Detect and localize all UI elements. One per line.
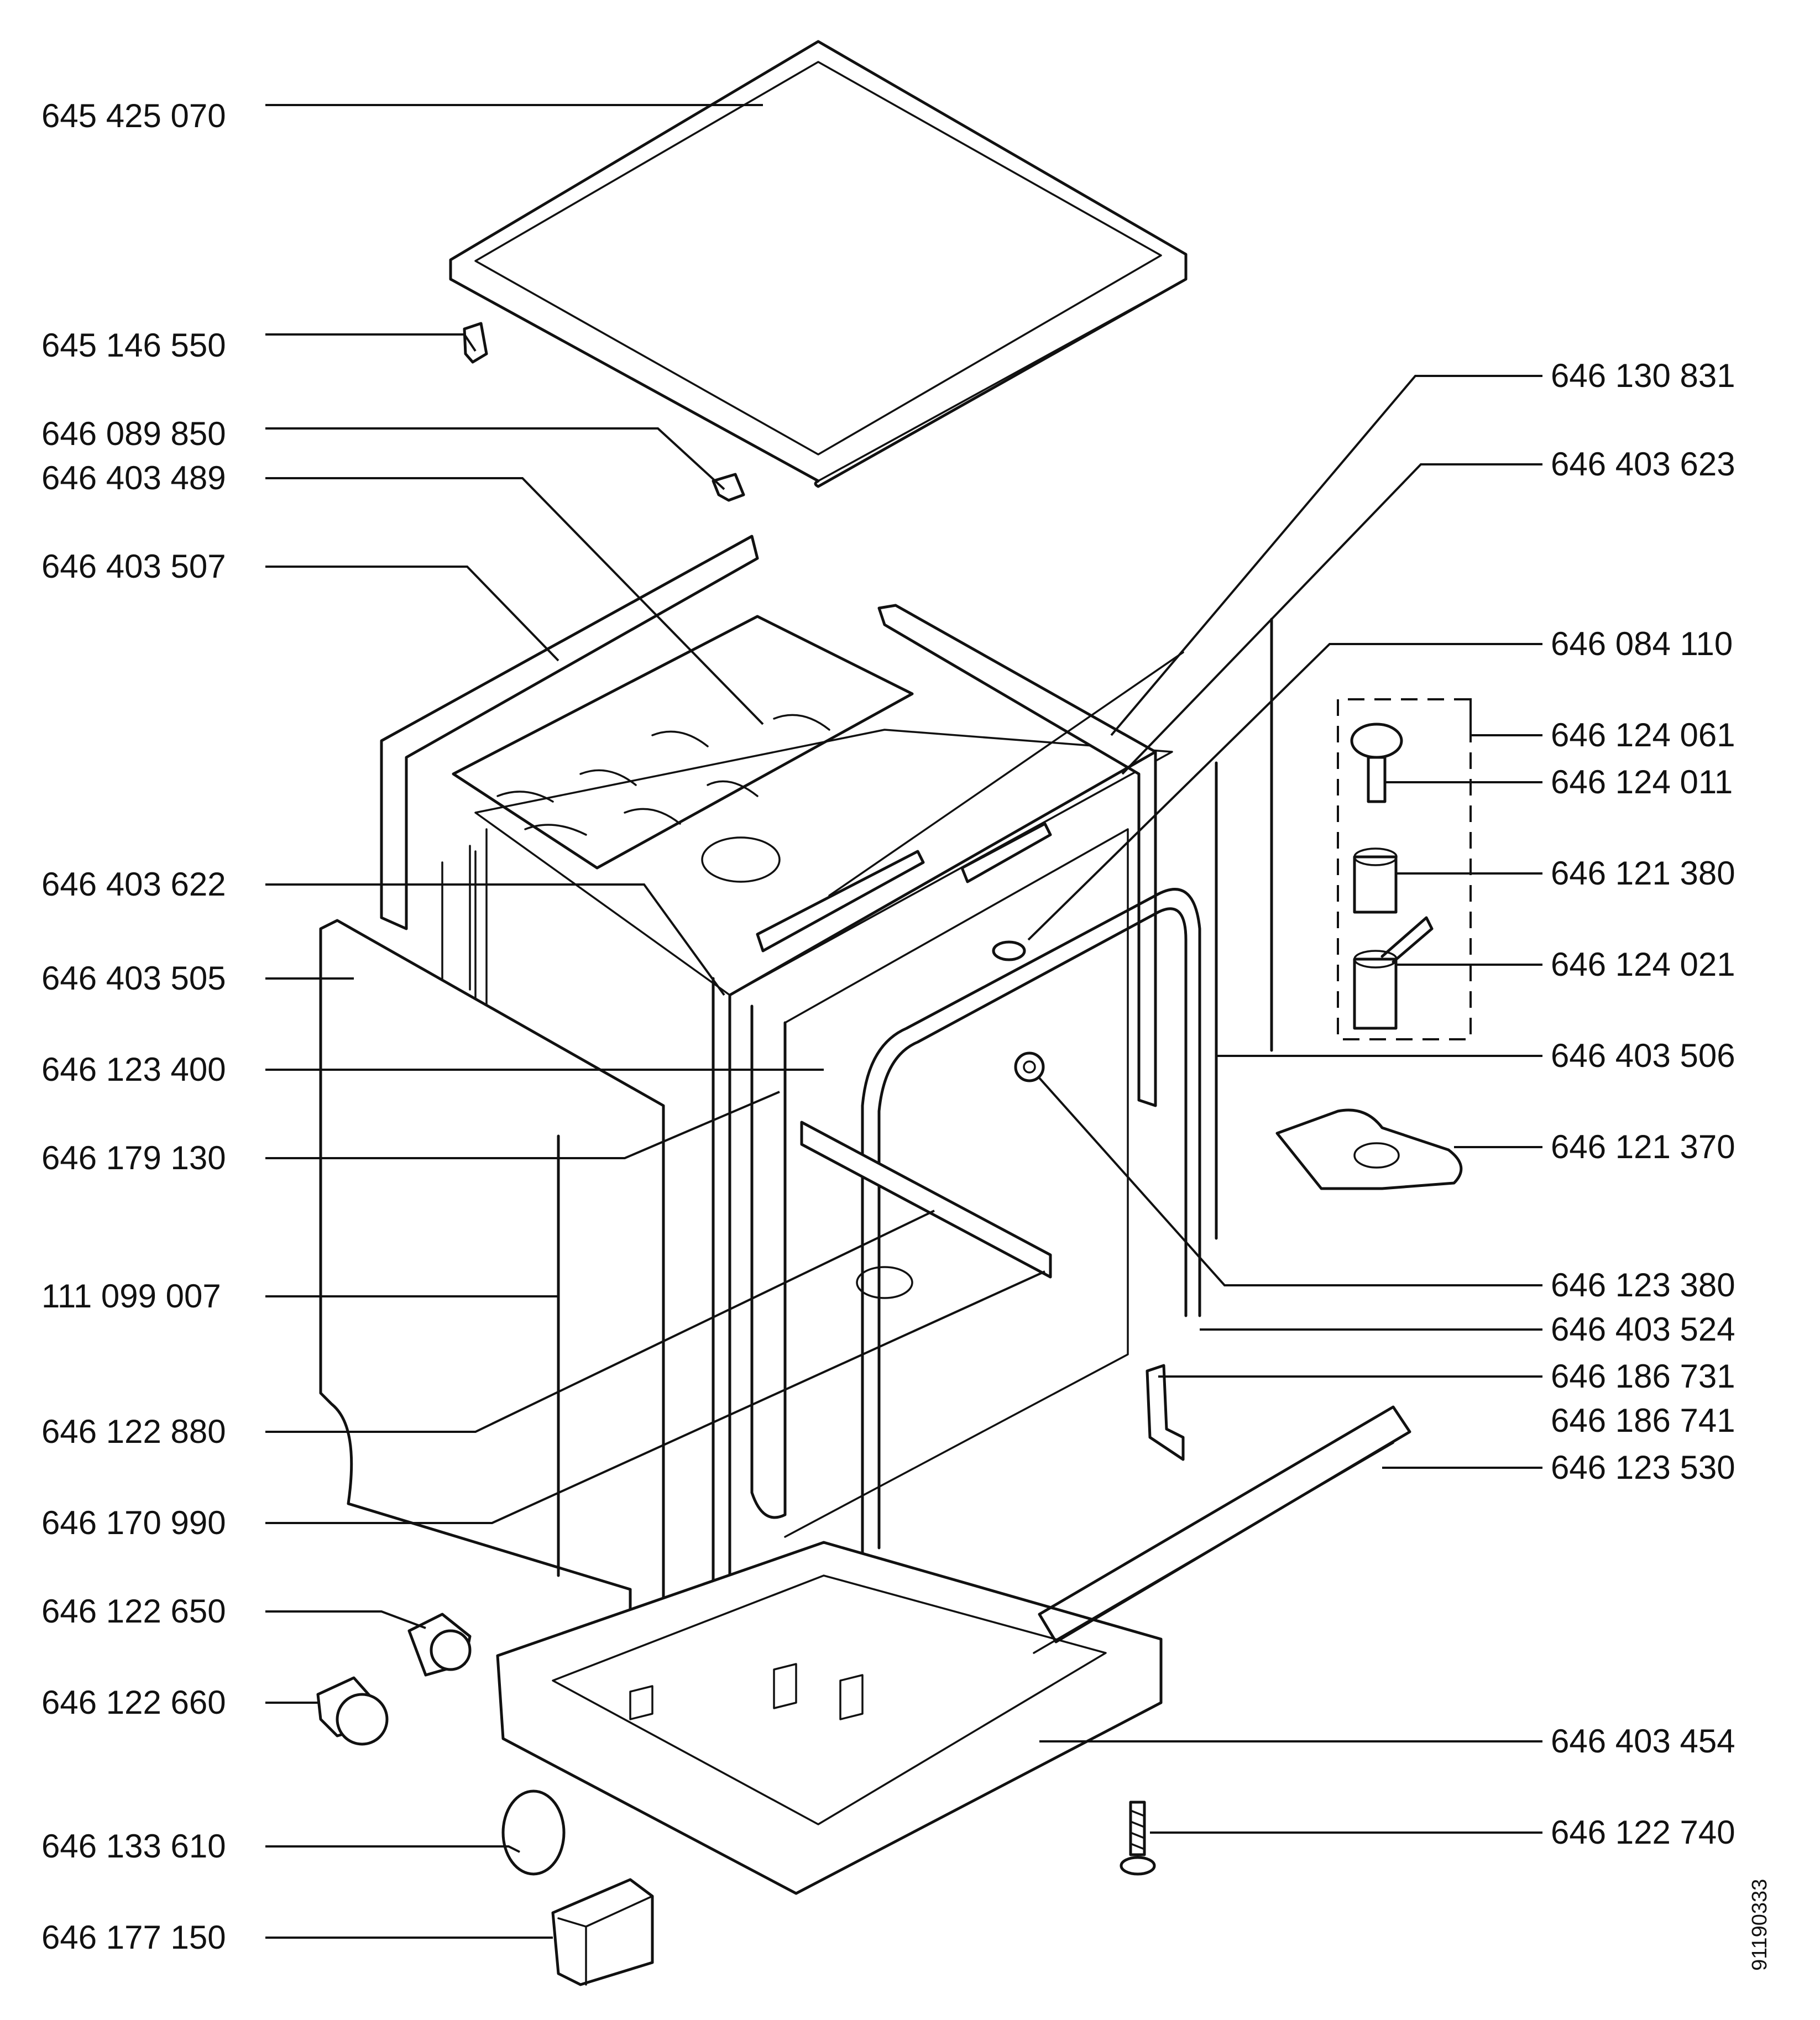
part-number-label: 645 146 550 xyxy=(41,327,226,364)
part-number-label: 646 403 524 xyxy=(1551,1311,1735,1348)
part-number-label: 646 403 623 xyxy=(1551,446,1735,483)
part-number-label: 646 403 454 xyxy=(1551,1723,1735,1760)
part-number-label: 646 124 011 xyxy=(1551,763,1733,800)
salt-cap-drawing xyxy=(551,1878,654,1986)
part-number-label: 646 123 530 xyxy=(1551,1449,1735,1486)
part-number-label: 646 084 110 xyxy=(1551,625,1733,662)
part-number-label: 646 124 021 xyxy=(1551,946,1735,983)
part-number-label: 646 186 731 xyxy=(1551,1358,1735,1395)
wheel-front-drawing xyxy=(316,1676,389,1746)
part-number-label: 646 124 061 xyxy=(1551,716,1735,753)
base-tray-drawing xyxy=(496,1405,1411,1895)
part-number-label: 646 403 506 xyxy=(1551,1037,1735,1074)
part-number-label: 646 121 380 xyxy=(1551,855,1735,892)
part-number-label: 646 170 990 xyxy=(41,1504,226,1541)
lid-clip-left-drawing xyxy=(463,322,488,364)
lid-clip-front-drawing xyxy=(712,473,745,502)
float-drawing xyxy=(992,940,1026,961)
part-number-label: 646 122 740 xyxy=(1551,1814,1735,1851)
part-number-label: 646 123 400 xyxy=(41,1051,226,1088)
sheet-id: 91190333 xyxy=(1748,1879,1771,1971)
part-number-label: 646 403 489 xyxy=(41,459,226,496)
left-part-labels: 645 425 070 645 146 550 646 089 850 646 … xyxy=(41,97,226,1956)
part-number-label: 646 130 831 xyxy=(1551,357,1735,394)
part-number-label: 646 122 880 xyxy=(41,1413,226,1450)
hose-ring-drawing xyxy=(501,1789,566,1876)
part-number-label: 646 123 380 xyxy=(1551,1267,1735,1304)
part-number-label: 646 403 507 xyxy=(41,548,226,585)
filter-set-drawing xyxy=(1337,698,1472,1040)
part-number-label: 646 403 622 xyxy=(41,866,226,903)
spray-wheel-hub-drawing xyxy=(1014,1051,1045,1082)
part-number-label: 646 186 741 xyxy=(1551,1402,1735,1439)
part-number-label: 645 425 070 xyxy=(41,97,226,134)
part-number-label: 646 177 150 xyxy=(41,1919,226,1956)
leader-lines xyxy=(265,104,1542,1939)
worktop-lid-drawing xyxy=(449,40,1188,488)
right-part-labels: 646 130 831 646 403 623 646 084 110 646 … xyxy=(1551,357,1735,1851)
part-number-label: 646 133 610 xyxy=(41,1828,226,1865)
hinge-bracket-drawing xyxy=(1146,1364,1185,1461)
part-number-label: 111 099 007 xyxy=(41,1278,221,1315)
part-number-label: 646 122 650 xyxy=(41,1593,226,1630)
coarse-filter-plate-drawing xyxy=(1275,1108,1463,1190)
part-number-label: 646 089 850 xyxy=(41,415,226,452)
part-number-label: 646 121 370 xyxy=(1551,1128,1735,1165)
wheel-left-drawing xyxy=(407,1613,472,1677)
part-number-label: 646 179 130 xyxy=(41,1139,226,1176)
foot-screw-drawing xyxy=(1120,1801,1156,1876)
cabinet-frame-drawing xyxy=(319,535,1273,1655)
part-number-label: 646 403 505 xyxy=(41,960,226,997)
part-number-label: 646 122 660 xyxy=(41,1684,226,1721)
